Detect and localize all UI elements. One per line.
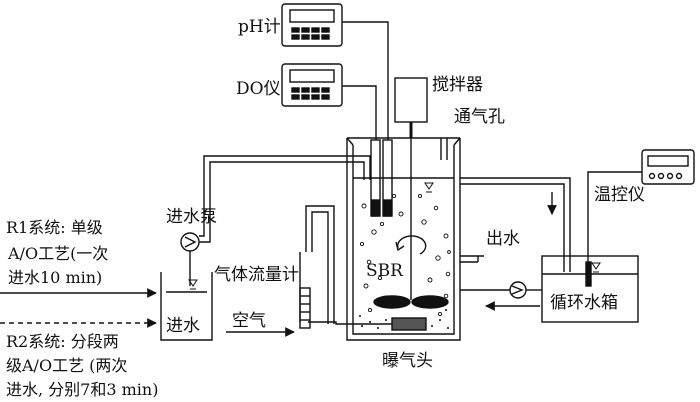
gas-flowmeter (299, 287, 311, 329)
aerator-head (391, 317, 427, 331)
water-level-icon (591, 262, 601, 273)
water-level-icon (188, 279, 198, 290)
stirrer-motor (394, 77, 428, 123)
ph-meter-icon (281, 3, 343, 47)
water-level-icon (424, 182, 434, 193)
sbr-label: SBR (366, 261, 403, 281)
outlet-label: 出水 (486, 229, 520, 249)
gas-flowmeter-label: 气体流量计 (214, 265, 299, 285)
influent-label: 进水 (166, 316, 200, 336)
ph-meter-label: pH计 (238, 17, 281, 37)
r1-description-line1: R1系统: 单级 (6, 218, 103, 237)
r2-description-line3: 进水, 分别7和3 min) (6, 380, 159, 399)
r1-description-line2: A/O工艺(一次 (8, 244, 109, 263)
do-meter-icon (281, 63, 343, 107)
temp-controller-label: 温控仪 (594, 185, 645, 205)
impeller-icon (373, 295, 449, 309)
temp-controller-icon (641, 149, 695, 185)
stirrer-label: 搅拌器 (432, 75, 483, 95)
circulating-tank (541, 255, 639, 323)
bubbles (359, 193, 451, 317)
r2-description-line1: R2系统: 分段两 (6, 332, 119, 351)
vent-hole-label: 通气孔 (454, 107, 505, 127)
air-label: 空气 (232, 311, 266, 331)
circulation-pump-icon (509, 281, 527, 299)
circulating-tank-label: 循环水箱 (550, 293, 618, 313)
feed-pump-label: 进水泵 (166, 207, 217, 227)
rotation-arrow-icon (397, 235, 427, 255)
aerator-label: 曝气头 (382, 351, 433, 371)
influent-tank (160, 272, 213, 341)
do-meter-label: DO仪 (236, 79, 281, 99)
sbr-reactor (346, 138, 461, 341)
r1-description-line3: 进水10 min) (8, 268, 103, 287)
sludge-dots (359, 309, 449, 329)
r2-description-line2: 级A/O工艺 (两次 (6, 356, 128, 375)
